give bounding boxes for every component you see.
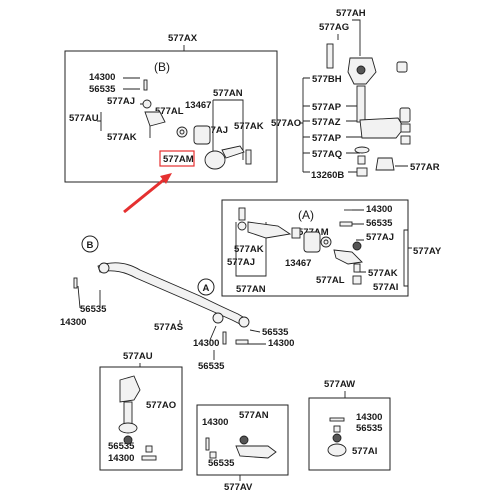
red-arrow-icon — [123, 173, 172, 214]
label-577an-v: 577AN — [239, 410, 269, 421]
label-14300-b: 14300 — [89, 72, 115, 83]
label-577aq: 577AQ — [312, 149, 342, 160]
label-56535-u: 56535 — [108, 441, 135, 452]
leaders-right — [337, 19, 408, 173]
group-box-577ax — [64, 50, 278, 183]
label-577ag: 577AG — [319, 22, 349, 33]
label-577as: 577AS — [154, 322, 183, 333]
group-box-577aw — [308, 397, 391, 471]
label-577ai-a: 577AI — [373, 282, 398, 293]
group-box-577av — [196, 404, 289, 476]
group-box-577au — [99, 366, 183, 471]
center-link — [97, 262, 250, 328]
label-56535-w: 56535 — [356, 423, 383, 434]
label-577aj-a-left: 577AJ — [227, 257, 255, 268]
pins-center — [73, 277, 249, 345]
pitman-arm-assembly — [118, 375, 157, 461]
label-577ak-b-left: 577AK — [107, 132, 137, 143]
label-577az: 577AZ — [312, 117, 341, 128]
label-577ap-2: 577AP — [312, 133, 342, 144]
label-14300-a: 14300 — [366, 204, 392, 215]
svg-text:B: B — [87, 240, 94, 251]
circle-label-b: B — [81, 235, 99, 253]
label-577ak-b-right: 577AK — [234, 121, 264, 132]
label-577an-a: 577AN — [236, 284, 266, 295]
bracket-577an-a — [235, 222, 412, 277]
label-577ay: 577AY — [413, 246, 442, 257]
ball-joint-aw — [327, 417, 347, 457]
label-577aj-b-right: 577AJ — [200, 125, 228, 136]
label-577au-left: 577AU — [69, 113, 99, 124]
leaders-center — [77, 285, 266, 360]
label-577av: 577AV — [224, 482, 253, 493]
label-56535-mid: 56535 — [262, 327, 289, 338]
bracket-577an-b — [212, 99, 244, 160]
label-577aj-a-right: 577AJ — [366, 232, 394, 243]
label-14300-v: 14300 — [202, 417, 228, 428]
label-14300-mid-a: 14300 — [193, 338, 219, 349]
label-14300-w: 14300 — [356, 412, 382, 423]
label-56535-left: 56535 — [80, 304, 107, 315]
label-14300-u: 14300 — [108, 453, 134, 464]
bracket-577au — [97, 112, 102, 131]
label-56535-b: 56535 — [89, 84, 116, 95]
label-577am-highlight[interactable]: 577AM — [163, 154, 194, 165]
label-577an-b: 577AN — [213, 88, 243, 99]
label-577ak-a-right: 577AK — [368, 268, 398, 279]
label-577ak-a-left: 577AK — [234, 244, 264, 255]
bracket-577ay — [403, 229, 408, 287]
tie-rod-end-a-right — [333, 209, 363, 285]
label-13260b: 13260B — [311, 170, 344, 181]
circle-label-a: A — [197, 278, 215, 296]
label-577ap-1: 577AP — [312, 102, 342, 113]
label-577aj-b-left: 577AJ — [107, 96, 135, 107]
highlight-577am[interactable] — [159, 150, 195, 167]
leaders-a — [352, 209, 366, 273]
label-56535-mid-b: 56535 — [198, 361, 225, 372]
label-577bh: 577BH — [312, 74, 342, 85]
label-577ax: 577AX — [168, 33, 198, 44]
tie-rod-end-b-right — [204, 145, 252, 170]
label-13467-b: 13467 — [185, 100, 211, 111]
section-label-b: (B) — [154, 60, 170, 74]
label-577ar: 577AR — [410, 162, 440, 173]
label-14300-mid-b: 14300 — [268, 338, 294, 349]
label-577al-b: 577AL — [155, 106, 184, 117]
bracket-577ao-right — [299, 77, 310, 173]
adjusting-tube-b — [193, 125, 211, 145]
nut-13467-b — [176, 126, 188, 138]
label-577ah: 577AH — [336, 8, 366, 19]
idler-arm-assembly — [326, 43, 411, 177]
tie-rod-end-a-left — [237, 207, 301, 239]
label-577ao-right: 577AO — [271, 118, 301, 129]
label-13467-a: 13467 — [285, 258, 311, 269]
label-577ai-w: 577AI — [352, 446, 377, 457]
label-56535-a: 56535 — [366, 218, 393, 229]
label-577al-a: 577AL — [316, 275, 345, 286]
label-577au-bottom: 577AU — [123, 351, 153, 362]
tie-rod-end-av — [205, 435, 277, 459]
label-577aw: 577AW — [324, 379, 355, 390]
label-577ao-bottom: 577AO — [146, 400, 176, 411]
adjusting-tube-a — [303, 231, 332, 253]
label-56535-v: 56535 — [208, 458, 235, 469]
tie-rod-end-b-left — [142, 79, 166, 138]
label-14300-left: 14300 — [60, 317, 86, 328]
svg-text:A: A — [203, 283, 210, 294]
section-label-a: (A) — [298, 208, 314, 222]
